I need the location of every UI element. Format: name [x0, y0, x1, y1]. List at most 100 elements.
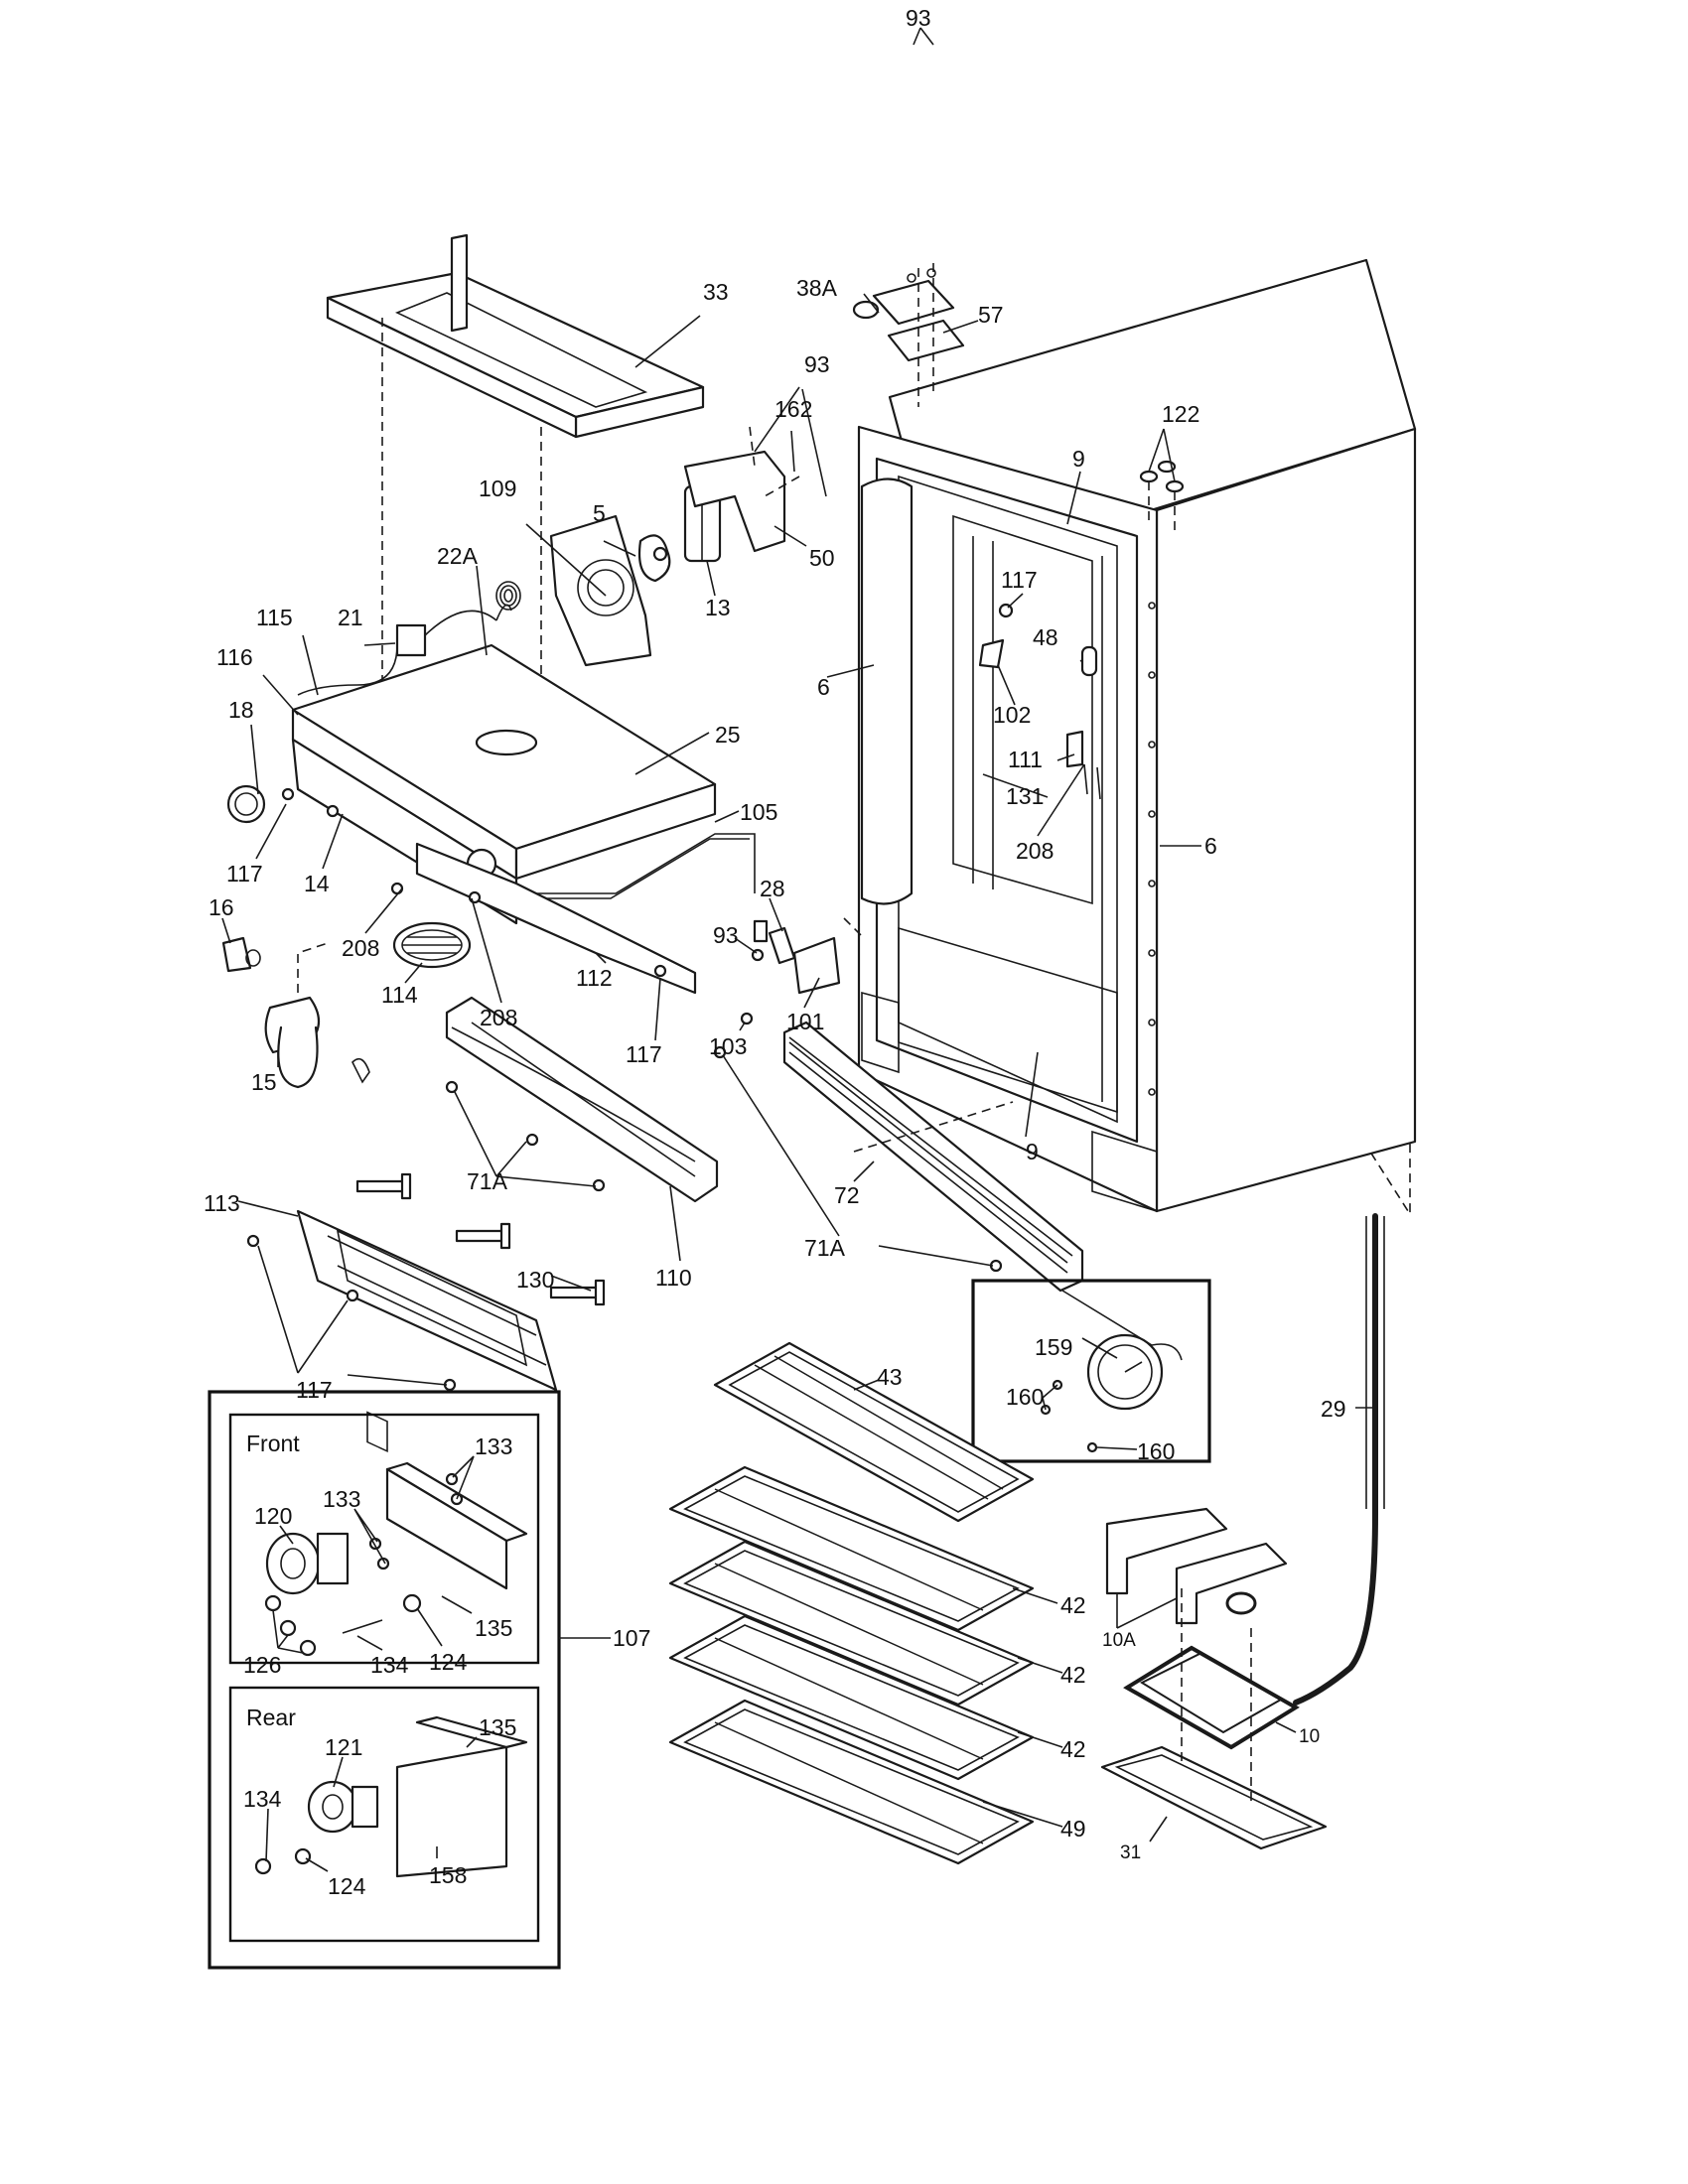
- capillary-coil-22A: [495, 581, 521, 611]
- grille-114: [392, 921, 472, 969]
- callout-57: 57: [978, 302, 1004, 328]
- callout-158: 158: [429, 1862, 467, 1888]
- callout-130: 130: [516, 1267, 554, 1293]
- heater-10: [1123, 1591, 1300, 1750]
- rear-caster: [254, 1715, 528, 1878]
- callout-113: 113: [204, 1190, 240, 1216]
- callout-101: 101: [786, 1009, 824, 1034]
- front-caster: [264, 1461, 528, 1657]
- rail-110: [445, 996, 719, 1203]
- callout-9: 9: [1026, 1139, 1039, 1164]
- callout-133: 133: [475, 1433, 512, 1459]
- callout-42: 42: [1060, 1736, 1086, 1762]
- callout-5: 5: [593, 500, 606, 526]
- callout-133: 133: [323, 1486, 360, 1512]
- callout-162: 162: [774, 396, 812, 422]
- callout-49: 49: [1060, 1816, 1086, 1842]
- cabinet: [857, 258, 1417, 1217]
- callout-208: 208: [1016, 838, 1054, 864]
- callout-25: 25: [715, 722, 741, 748]
- leader-lines: [221, 27, 1375, 1872]
- top-hinge: [852, 263, 965, 407]
- callout-120: 120: [254, 1503, 292, 1529]
- callout-107: 107: [613, 1625, 650, 1651]
- toe-grille-113: [246, 1172, 606, 1453]
- callout-50: 50: [809, 545, 835, 571]
- air-duct-33: [326, 233, 705, 794]
- callout-102: 102: [993, 702, 1031, 728]
- wire-shelves: [668, 1341, 1035, 1865]
- callout-135: 135: [479, 1714, 516, 1740]
- callout-29: 29: [1321, 1396, 1346, 1422]
- shelf-43: [713, 1341, 1035, 1523]
- cabinet-screws: [1148, 602, 1156, 1096]
- callout-110: 110: [655, 1265, 692, 1291]
- callout-labels: 93 38A 57 33 93 162 122 109 5 9 50 22A 1…: [204, 5, 1346, 1899]
- callout-48: 48: [1033, 624, 1058, 650]
- callout-131: 131: [1006, 783, 1044, 809]
- callout-160: 160: [1006, 1384, 1044, 1410]
- kickplate-72: [713, 1021, 1084, 1293]
- callout-43: 43: [877, 1364, 903, 1390]
- compartment-cover-25: [291, 581, 756, 995]
- callout-208: 208: [342, 935, 379, 961]
- callout-10: 10: [1299, 1726, 1320, 1747]
- callout-6: 6: [1204, 833, 1217, 859]
- callout-114: 114: [381, 982, 418, 1008]
- lamp-parts: [221, 784, 370, 1089]
- thermometer-inset: [971, 1279, 1211, 1463]
- callout-10A: 10A: [1102, 1630, 1136, 1651]
- lower-hinge: [740, 917, 865, 1025]
- callout-111: 111: [1008, 747, 1043, 772]
- rear-box-title: Rear: [246, 1705, 296, 1730]
- callout-15: 15: [251, 1069, 277, 1095]
- callout-122: 122: [1162, 401, 1199, 427]
- callout-159: 159: [1035, 1334, 1072, 1360]
- callout-121: 121: [325, 1734, 362, 1760]
- callout-134: 134: [370, 1652, 409, 1678]
- callout-115: 115: [256, 605, 293, 630]
- drain-hose-29: [1293, 1213, 1385, 1706]
- callout-103: 103: [709, 1033, 747, 1059]
- callout-42: 42: [1060, 1662, 1086, 1688]
- callout-71A: 71A: [467, 1168, 508, 1194]
- callout-117: 117: [1001, 567, 1038, 593]
- callout-38A: 38A: [796, 275, 838, 301]
- callout-116: 116: [216, 644, 253, 670]
- callout-22A: 22A: [437, 543, 479, 569]
- callout-6: 6: [817, 674, 830, 700]
- callout-93: 93: [804, 351, 830, 377]
- callout-93: 93: [906, 5, 931, 31]
- callout-117: 117: [226, 861, 263, 887]
- callout-124: 124: [328, 1873, 366, 1899]
- callout-135: 135: [475, 1615, 512, 1641]
- callout-33: 33: [703, 279, 729, 305]
- interior-parts: [978, 603, 1101, 800]
- front-box-title: Front: [246, 1431, 300, 1456]
- callout-42: 42: [1060, 1592, 1086, 1618]
- callout-9: 9: [1072, 446, 1085, 472]
- shelf-49: [668, 1699, 1035, 1865]
- callout-208: 208: [480, 1005, 517, 1030]
- callout-109: 109: [479, 476, 516, 501]
- callout-117: 117: [296, 1377, 333, 1403]
- callout-18: 18: [228, 697, 254, 723]
- callout-134: 134: [243, 1786, 282, 1812]
- callout-16: 16: [209, 894, 234, 920]
- callout-71A: 71A: [804, 1235, 846, 1261]
- callout-31: 31: [1120, 1843, 1141, 1863]
- bolts-130: [355, 1172, 606, 1306]
- callout-14: 14: [304, 871, 330, 896]
- callout-28: 28: [760, 876, 785, 901]
- callout-105: 105: [740, 799, 777, 825]
- callout-72: 72: [834, 1182, 860, 1208]
- shelf-42a: [668, 1465, 1035, 1632]
- callout-126: 126: [243, 1652, 281, 1678]
- callout-21: 21: [338, 605, 363, 630]
- callout-117: 117: [626, 1041, 662, 1067]
- callout-124: 124: [429, 1649, 468, 1675]
- casters-inset-107: [208, 1390, 561, 1970]
- callout-93: 93: [713, 922, 739, 948]
- callout-13: 13: [705, 595, 731, 620]
